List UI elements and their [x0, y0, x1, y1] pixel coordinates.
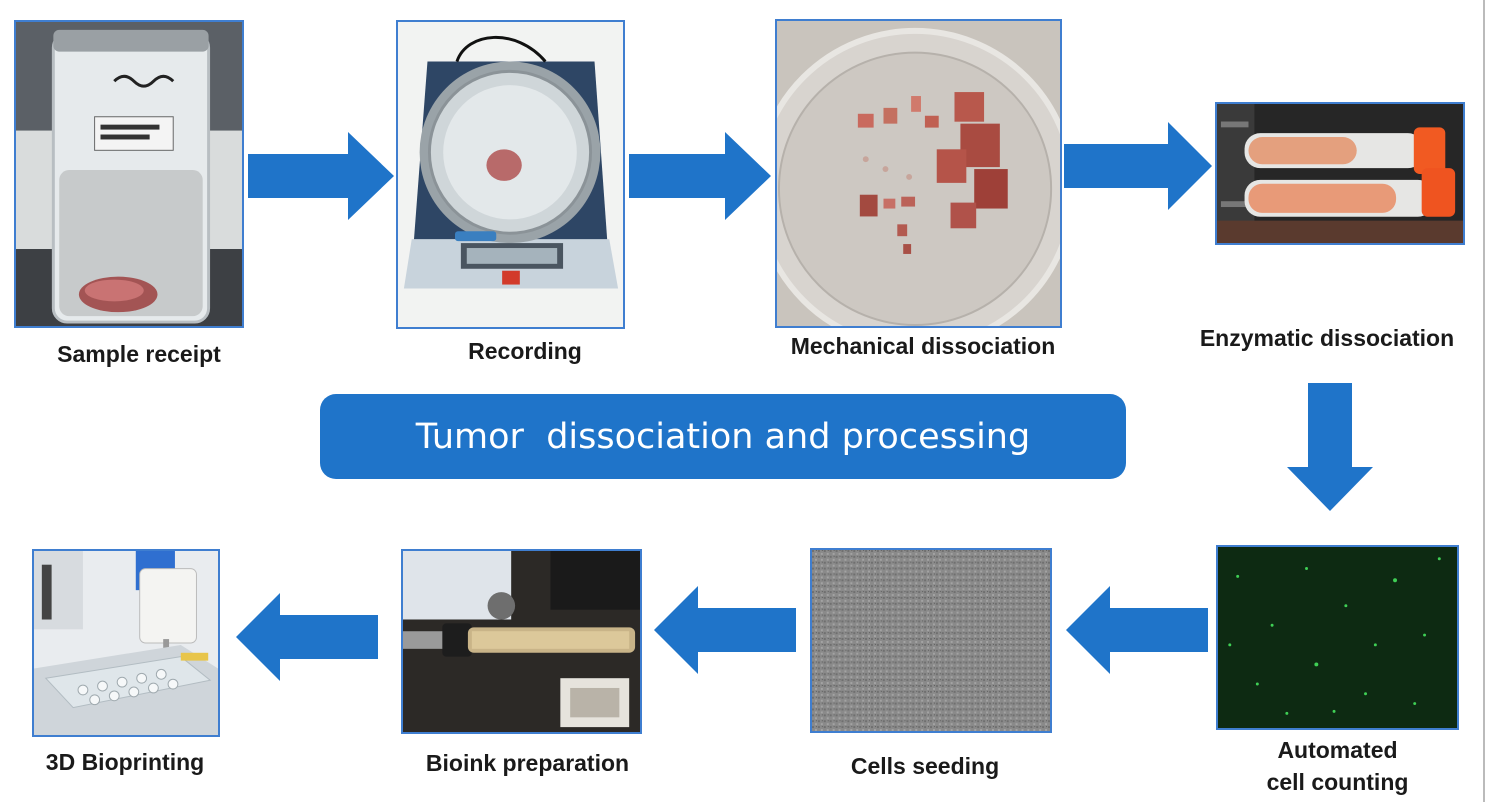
- arrow-left-icon: [236, 593, 378, 681]
- arrow-right-icon: [1064, 122, 1212, 210]
- step-label-recording: Recording: [468, 338, 582, 364]
- arrow-down-icon: [1287, 383, 1373, 511]
- step-label-3d-bioprinting: 3D Bioprinting: [45, 749, 205, 775]
- mechanical-dissociation-image: [775, 19, 1062, 328]
- step-label-automated-line1: Automated: [1277, 737, 1398, 763]
- arrow-left-icon: [654, 586, 796, 674]
- sample-receipt-image: [14, 20, 244, 328]
- step-label-automated-line2: cell counting: [1266, 769, 1409, 795]
- enzymatic-dissociation-image: [1215, 102, 1465, 245]
- bioink-preparation-image: [401, 549, 642, 734]
- arrow-right-icon: [629, 132, 771, 220]
- step-label-bioink-preparation: Bioink preparation: [425, 750, 630, 776]
- 3d-bioprinting-image: [32, 549, 220, 737]
- arrow-right-icon: [248, 132, 394, 220]
- step-label-sample-receipt: Sample receipt: [57, 341, 221, 367]
- step-label-mechanical-dissociation: Mechanical dissociation: [790, 333, 1056, 359]
- automated-cell-counting-image: [1216, 545, 1459, 730]
- page-edge-divider: [1483, 0, 1485, 802]
- banner-title: Tumor dissociation and processing: [415, 416, 1031, 457]
- recording-image: [396, 20, 625, 329]
- process-title-banner: Tumor dissociation and processing: [320, 394, 1126, 479]
- step-label-cells-seeding: Cells seeding: [850, 753, 1000, 779]
- step-label-automated-cell-counting: Automated cell counting: [1216, 734, 1459, 798]
- cells-seeding-image: [810, 548, 1052, 733]
- step-label-enzymatic-dissociation: Enzymatic dissociation: [1199, 325, 1455, 351]
- arrow-left-icon: [1066, 586, 1208, 674]
